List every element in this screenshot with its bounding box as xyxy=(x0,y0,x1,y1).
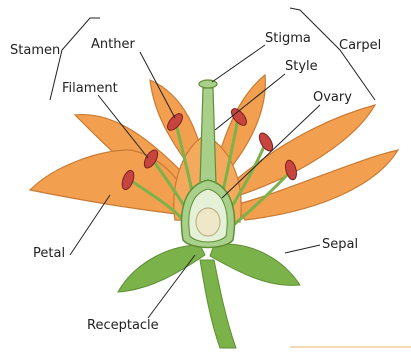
ovule xyxy=(196,208,220,236)
carpel-label: Carpel xyxy=(339,39,381,52)
sepal-left xyxy=(118,245,205,292)
receptacle-label: Receptacle xyxy=(87,319,159,332)
ovary-label: Ovary xyxy=(313,91,352,104)
anther-label: Anther xyxy=(91,38,135,51)
sepal-label: Sepal xyxy=(322,238,358,251)
stigma-label: Stigma xyxy=(265,32,311,45)
filament-label: Filament xyxy=(62,82,118,95)
stem xyxy=(200,260,236,348)
stamen-label: Stamen xyxy=(10,44,60,57)
style-label: Style xyxy=(285,60,318,73)
stigma-tip xyxy=(199,80,217,88)
petal-label: Petal xyxy=(33,247,65,260)
style xyxy=(200,88,216,185)
carpel-bracket xyxy=(290,8,375,100)
sepal-right xyxy=(210,244,300,285)
